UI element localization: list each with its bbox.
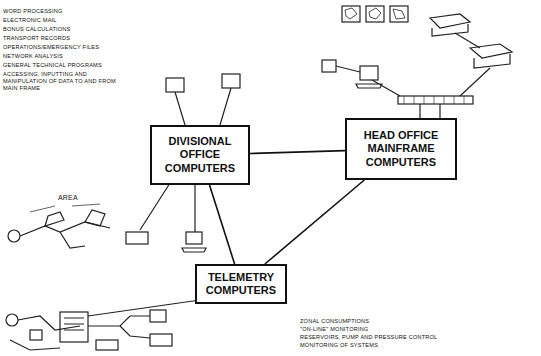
function-note: "ON-LINE" MONITORING [300,326,368,333]
terminal [222,74,240,88]
terminal [322,60,336,72]
terminal [150,310,166,322]
area-label: AREA [58,194,78,203]
keyboard-bar [398,96,473,104]
function-note: BONUS CALCULATIONS [3,26,71,33]
printer [150,334,172,346]
map-sheet [390,6,408,22]
function-note: OPERATIONS/EMERGENCY FILES [3,44,99,51]
map-sheet [342,6,360,22]
reservoir [6,314,18,326]
network-link [250,151,345,154]
function-note: WORD PROCESSING [3,8,63,15]
plotter [430,14,470,36]
terminal [166,78,184,92]
computer-box: TELEMETRY COMPUTERS [195,264,287,304]
plotter [470,44,512,68]
function-note: ELECTRONIC MAIL [3,17,57,24]
network-link [210,185,235,264]
network-link [265,180,364,264]
box-title: HEAD OFFICE MAINFRAME COMPUTERS [353,129,449,169]
function-note: ZONAL CONSUMPTIONS [300,318,369,325]
map-sheet [366,6,384,22]
terminal [360,66,378,80]
function-note: ACCESSING, INPUTTING AND MANIPULATION OF… [3,71,128,92]
computer-box: HEAD OFFICE MAINFRAME COMPUTERS [345,118,457,180]
function-note: MONITORING OF SYSTEMS [300,342,378,349]
function-note: RESERVOIRS, PUMP AND PRESSURE CONTROL [300,334,437,341]
terminal [186,232,202,244]
box-title: TELEMETRY COMPUTERS [203,271,279,297]
function-note: TRANSPORT RECORDS [3,35,70,42]
telemetry-cabinet [60,312,88,342]
function-note: NETWORK ANALYSIS [3,53,63,60]
box-title: DIVISIONAL OFFICE COMPUTERS [158,135,242,175]
function-note: GENERAL TECHNICAL PROGRAMS [3,62,102,69]
reservoir [8,230,20,242]
computer-box: DIVISIONAL OFFICE COMPUTERS [150,125,250,185]
printer [126,232,148,244]
